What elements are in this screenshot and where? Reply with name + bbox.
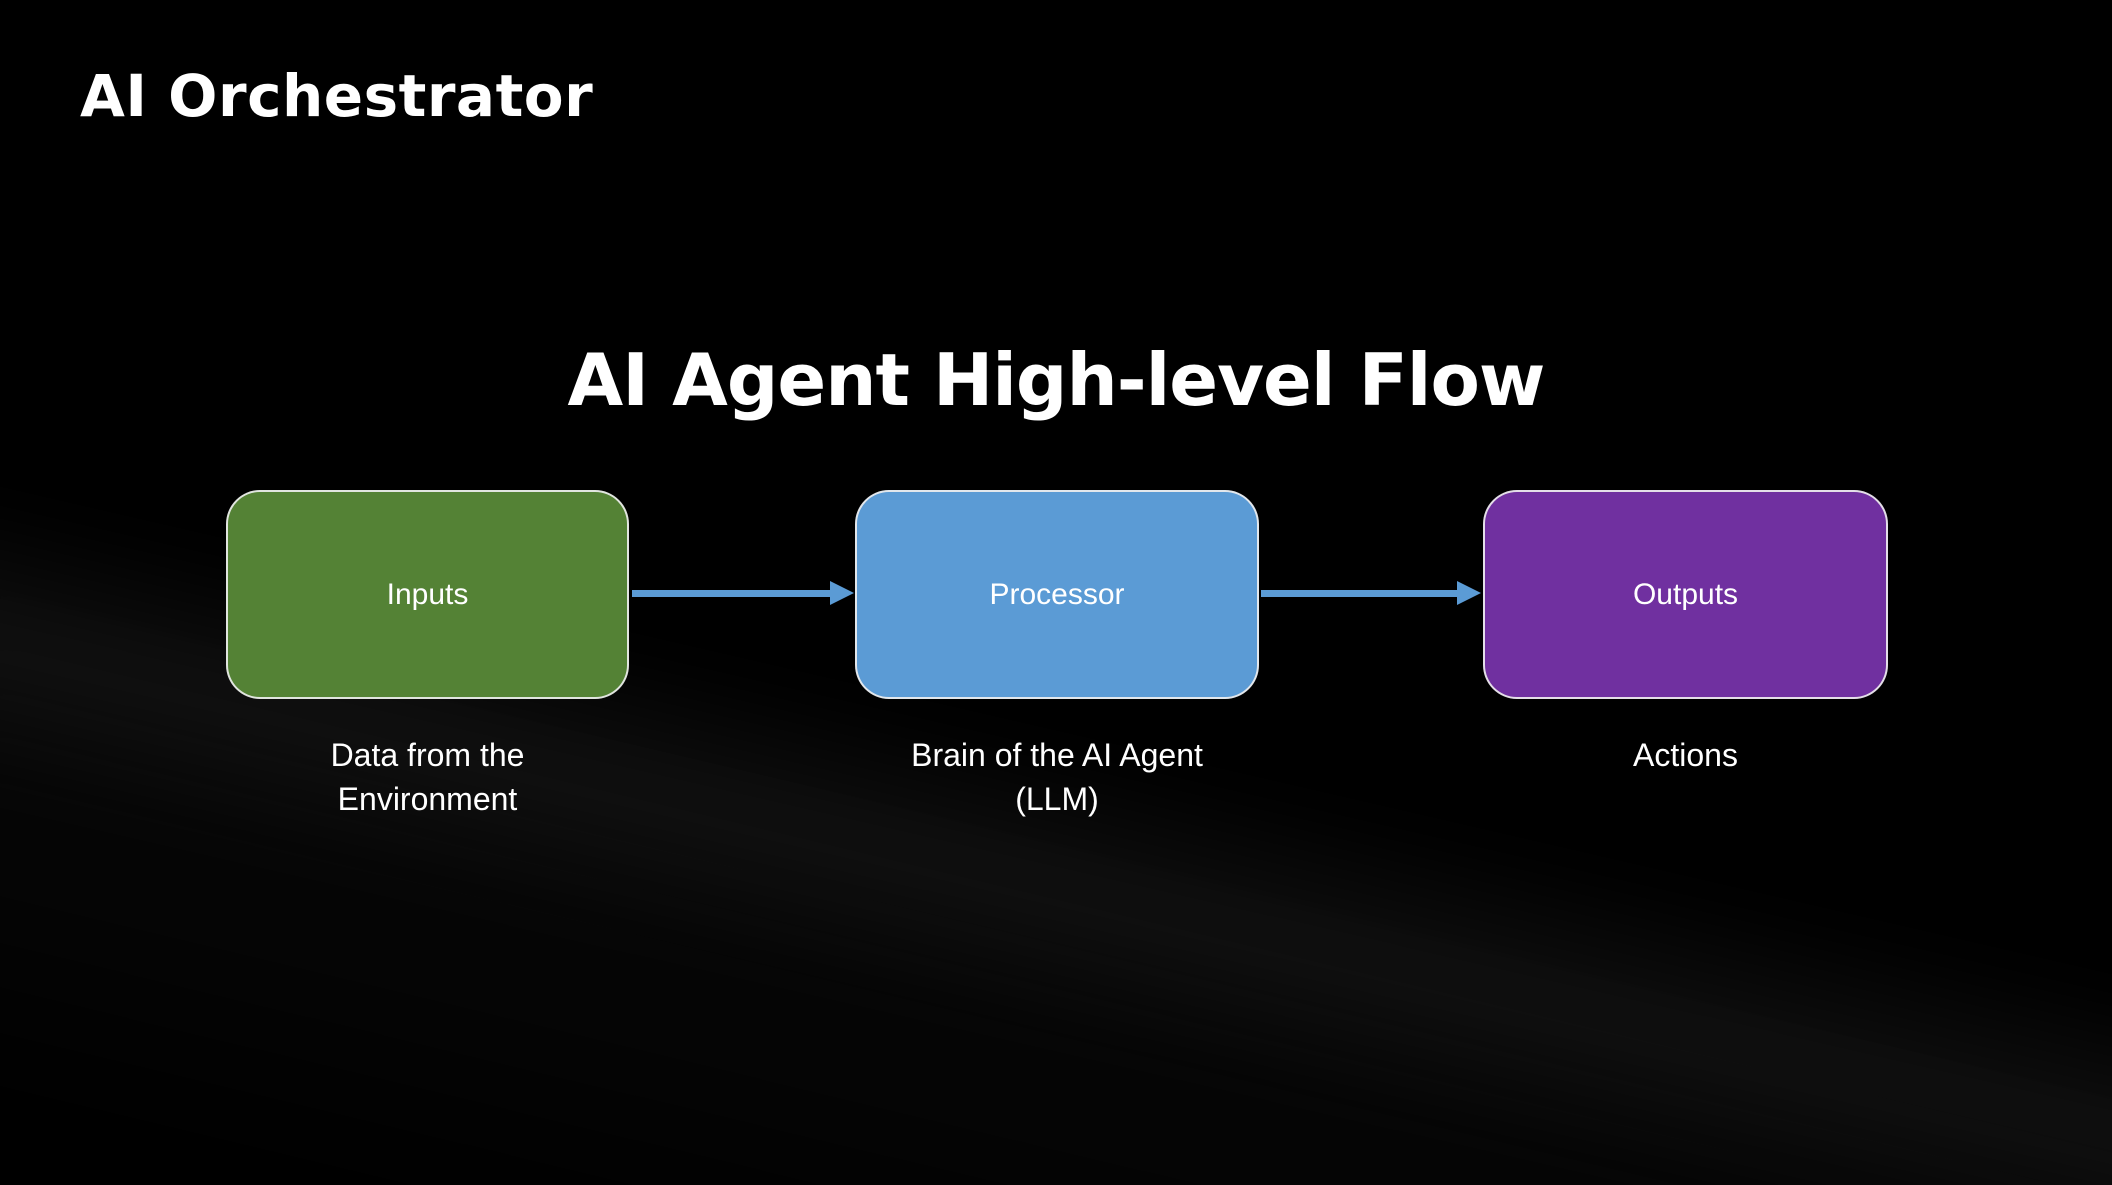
flow-node-inputs: Inputs — [226, 490, 629, 699]
diagram-heading: AI Agent High-level Flow — [567, 338, 1546, 422]
slide-title: AI Orchestrator — [80, 62, 594, 130]
arrow-head-icon — [1457, 581, 1481, 605]
flow-node-inputs-label: Inputs — [386, 577, 469, 611]
arrow-shaft — [632, 590, 832, 597]
arrow-head-icon — [830, 581, 854, 605]
flow-node-outputs: Outputs — [1483, 490, 1888, 699]
caption-outputs: Actions — [1633, 737, 1738, 773]
flow-node-outputs-label: Outputs — [1632, 577, 1739, 611]
caption-processor: Brain of the AI Agent (LLM) — [911, 737, 1203, 817]
caption-inputs: Data from the Environment — [330, 737, 525, 817]
flow-node-processor-label: Processor — [989, 577, 1125, 611]
arrow-shaft — [1261, 590, 1459, 597]
flow-node-processor: Processor — [855, 490, 1259, 699]
